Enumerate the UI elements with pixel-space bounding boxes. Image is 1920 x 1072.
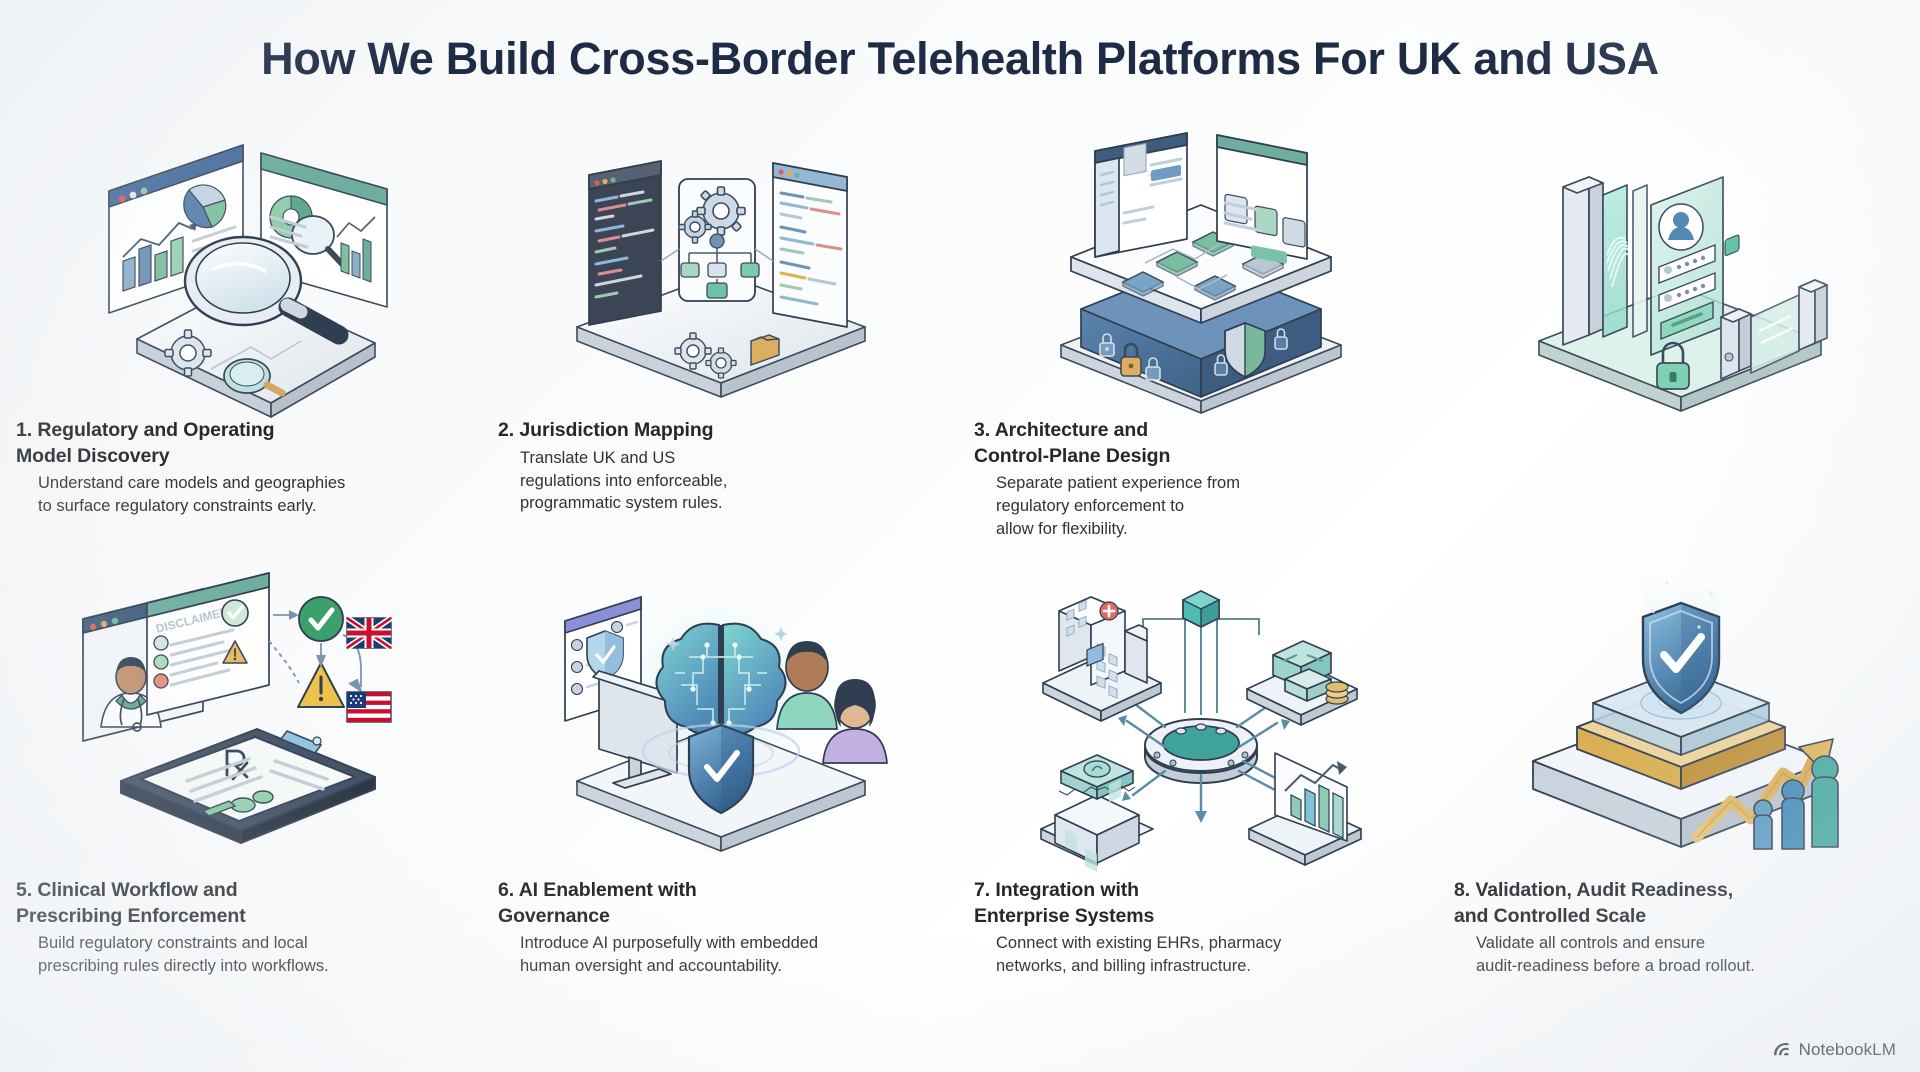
step-card-2: 2. Jurisdiction Mapping Translate UK and… [480, 118, 960, 568]
step-heading-5: 5. Clinical Workflow and Prescribing Enf… [16, 878, 468, 929]
step-card-6: 6. AI Enablement with Governance Introdu… [480, 568, 960, 1018]
step-caption-5: 5. Clinical Workflow and Prescribing Enf… [0, 878, 468, 978]
page-title: How We Build Cross-Border Telehealth Pla… [261, 33, 1659, 84]
step-caption-1: 1. Regulatory and Operating Model Discov… [0, 418, 468, 518]
step-heading-7: 7. Integration with Enterprise Systems [974, 878, 1428, 929]
title-bar: How We Build Cross-Border Telehealth Pla… [0, 0, 1920, 118]
step-heading-8: 8. Validation, Audit Readiness, and Cont… [1454, 878, 1908, 929]
step-title-7: Integration with Enterprise Systems [974, 879, 1155, 927]
step-caption-6: 6. AI Enablement with Governance Introdu… [480, 878, 948, 978]
integration-hub-illustration [960, 570, 1440, 872]
notebooklm-icon [1773, 1042, 1789, 1056]
step-caption-7: 7. Integration with Enterprise Systems C… [960, 878, 1428, 978]
step-number-8: 8. [1454, 879, 1471, 901]
step-caption-4 [1440, 418, 1908, 421]
ai-brain-governance-illustration [480, 570, 960, 860]
step-card-1: 1. Regulatory and Operating Model Discov… [0, 118, 480, 568]
clinician-clipboard-flags-illustration: DISCLAIMER [0, 570, 480, 860]
step-title-3: Architecture and Control-Plane Design [974, 419, 1171, 467]
step-title-8: Validation, Audit Readiness, and Control… [1454, 879, 1734, 927]
step-number-2: 2. [498, 419, 515, 441]
identity-gate-fingerprint-illustration [1440, 126, 1920, 416]
step-caption-3: 3. Architecture and Control-Plane Design… [960, 418, 1428, 541]
notebooklm-watermark: NotebookLM [1771, 1039, 1896, 1060]
code-panels-gears-illustration [480, 126, 960, 416]
shield-growth-scale-illustration [1440, 570, 1920, 860]
step-body-3: Separate patient experience from regulat… [996, 474, 1240, 538]
step-card-3: 3. Architecture and Control-Plane Design… [960, 118, 1440, 568]
step-body-5: Build regulatory constraints and local p… [38, 934, 329, 976]
step-body-8: Validate all controls and ensure audit-r… [1476, 934, 1755, 976]
step-body-7: Connect with existing EHRs, pharmacy net… [996, 934, 1282, 976]
step-body-2: Translate UK and US regulations into enf… [520, 448, 728, 513]
step-number-5: 5. [16, 879, 33, 901]
step-heading-1: 1. Regulatory and Operating Model Discov… [16, 418, 468, 469]
layered-platform-locks-illustration [960, 126, 1440, 416]
step-heading-6: 6. AI Enablement with Governance [498, 878, 948, 929]
step-number-1: 1. [16, 419, 33, 441]
step-title-2: Jurisdiction Mapping [519, 419, 714, 441]
step-body-1: Understand care models and geographies t… [38, 474, 346, 516]
step-title-5: Clinical Workflow and Prescribing Enforc… [16, 879, 246, 927]
step-title-6: AI Enablement with Governance [498, 879, 697, 927]
step-card-5: DISCLAIMER [0, 568, 480, 1018]
step-heading-2: 2. Jurisdiction Mapping [498, 418, 948, 444]
step-heading-3: 3. Architecture and Control-Plane Design [974, 418, 1428, 469]
dashboard-magnifier-illustration [0, 126, 480, 418]
step-caption-8: 8. Validation, Audit Readiness, and Cont… [1440, 878, 1908, 978]
step-title-1: Regulatory and Operating Model Discovery [16, 419, 275, 467]
step-caption-2: 2. Jurisdiction Mapping Translate UK and… [480, 418, 948, 515]
step-card-8: 8. Validation, Audit Readiness, and Cont… [1440, 568, 1920, 1018]
step-number-7: 7. [974, 879, 991, 901]
step-card-7: 7. Integration with Enterprise Systems C… [960, 568, 1440, 1018]
step-number-6: 6. [498, 879, 515, 901]
steps-grid: 1. Regulatory and Operating Model Discov… [0, 118, 1920, 1018]
step-card-4 [1440, 118, 1920, 568]
step-number-3: 3. [974, 419, 991, 441]
watermark-label: NotebookLM [1798, 1039, 1896, 1059]
step-body-6: Introduce AI purposefully with embedded … [520, 934, 819, 976]
